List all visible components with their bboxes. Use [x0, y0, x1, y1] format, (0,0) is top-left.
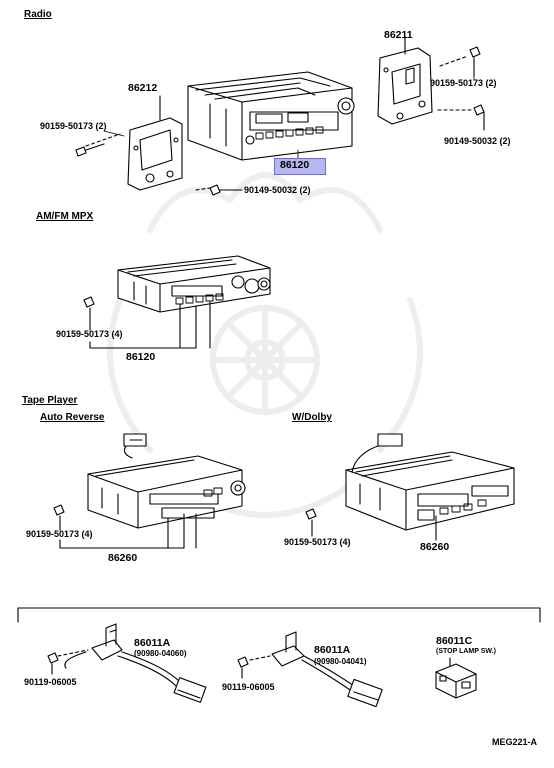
radio-bracket-86212	[127, 95, 183, 191]
tape-dolby-fasteners	[305, 508, 437, 541]
part-label-dolby-screw[interactable]: 90159-50173 (4)	[284, 537, 351, 547]
section-title-dolby: W/Dolby	[292, 412, 332, 423]
stop-lamp-connector	[435, 657, 477, 699]
radio-fasteners	[75, 46, 485, 196]
part-label-relay-a-sub: (90980-04060)	[134, 649, 187, 658]
part-label-bolt-bottom[interactable]: 90149-50032 (2)	[244, 185, 311, 195]
tape-auto-reverse-fasteners	[53, 504, 197, 549]
section-title-tape: Tape Player	[22, 395, 78, 406]
radio-unit-86120	[187, 71, 355, 161]
amfm-fasteners	[83, 296, 211, 349]
part-label-86120-radio[interactable]: 86120	[280, 159, 310, 171]
section-title-auto-reverse: Auto Reverse	[40, 412, 105, 423]
diagram-code: MEG221-A	[492, 737, 538, 747]
part-label-86120-amfm[interactable]: 86120	[126, 351, 156, 363]
part-label-86212[interactable]: 86212	[128, 82, 158, 94]
lower-panel-frame	[17, 607, 541, 623]
part-label-screw-b[interactable]: 90119-06005	[222, 682, 275, 692]
part-label-screw-a[interactable]: 90119-06005	[24, 677, 77, 687]
part-label-bolt-right[interactable]: 90149-50032 (2)	[444, 136, 511, 146]
part-label-amfm-screw[interactable]: 90159-50173 (4)	[56, 329, 123, 339]
tape-dolby-unit-86260	[345, 433, 515, 531]
amfm-unit-86120	[117, 255, 271, 313]
part-label-relay-a[interactable]: 86011A	[134, 637, 171, 649]
tape-auto-reverse-unit-86260	[87, 433, 246, 529]
section-title-radio: Radio	[24, 9, 52, 20]
section-title-amfm: AM/FM MPX	[36, 211, 94, 222]
part-label-relay-b[interactable]: 86011A	[314, 644, 351, 656]
part-label-86260-auto-reverse[interactable]: 86260	[108, 552, 138, 564]
part-label-connector-c-note: (STOP LAMP SW.)	[436, 648, 496, 655]
relay-b-harness	[237, 631, 383, 708]
watermark-emblem	[107, 172, 423, 518]
part-label-auto-reverse-screw[interactable]: 90159-50173 (4)	[26, 529, 93, 539]
part-label-screw-left[interactable]: 90159-50173 (2)	[40, 121, 107, 131]
part-highlight-86120	[274, 158, 326, 175]
part-label-86260-dolby[interactable]: 86260	[420, 541, 450, 553]
part-label-connector-c[interactable]: 86011C	[436, 635, 473, 647]
part-label-screw-right[interactable]: 90159-50173 (2)	[430, 78, 497, 88]
relay-a-harness	[47, 623, 207, 703]
part-label-86211[interactable]: 86211	[384, 29, 413, 41]
part-label-relay-b-sub: (90980-04041)	[314, 657, 367, 666]
